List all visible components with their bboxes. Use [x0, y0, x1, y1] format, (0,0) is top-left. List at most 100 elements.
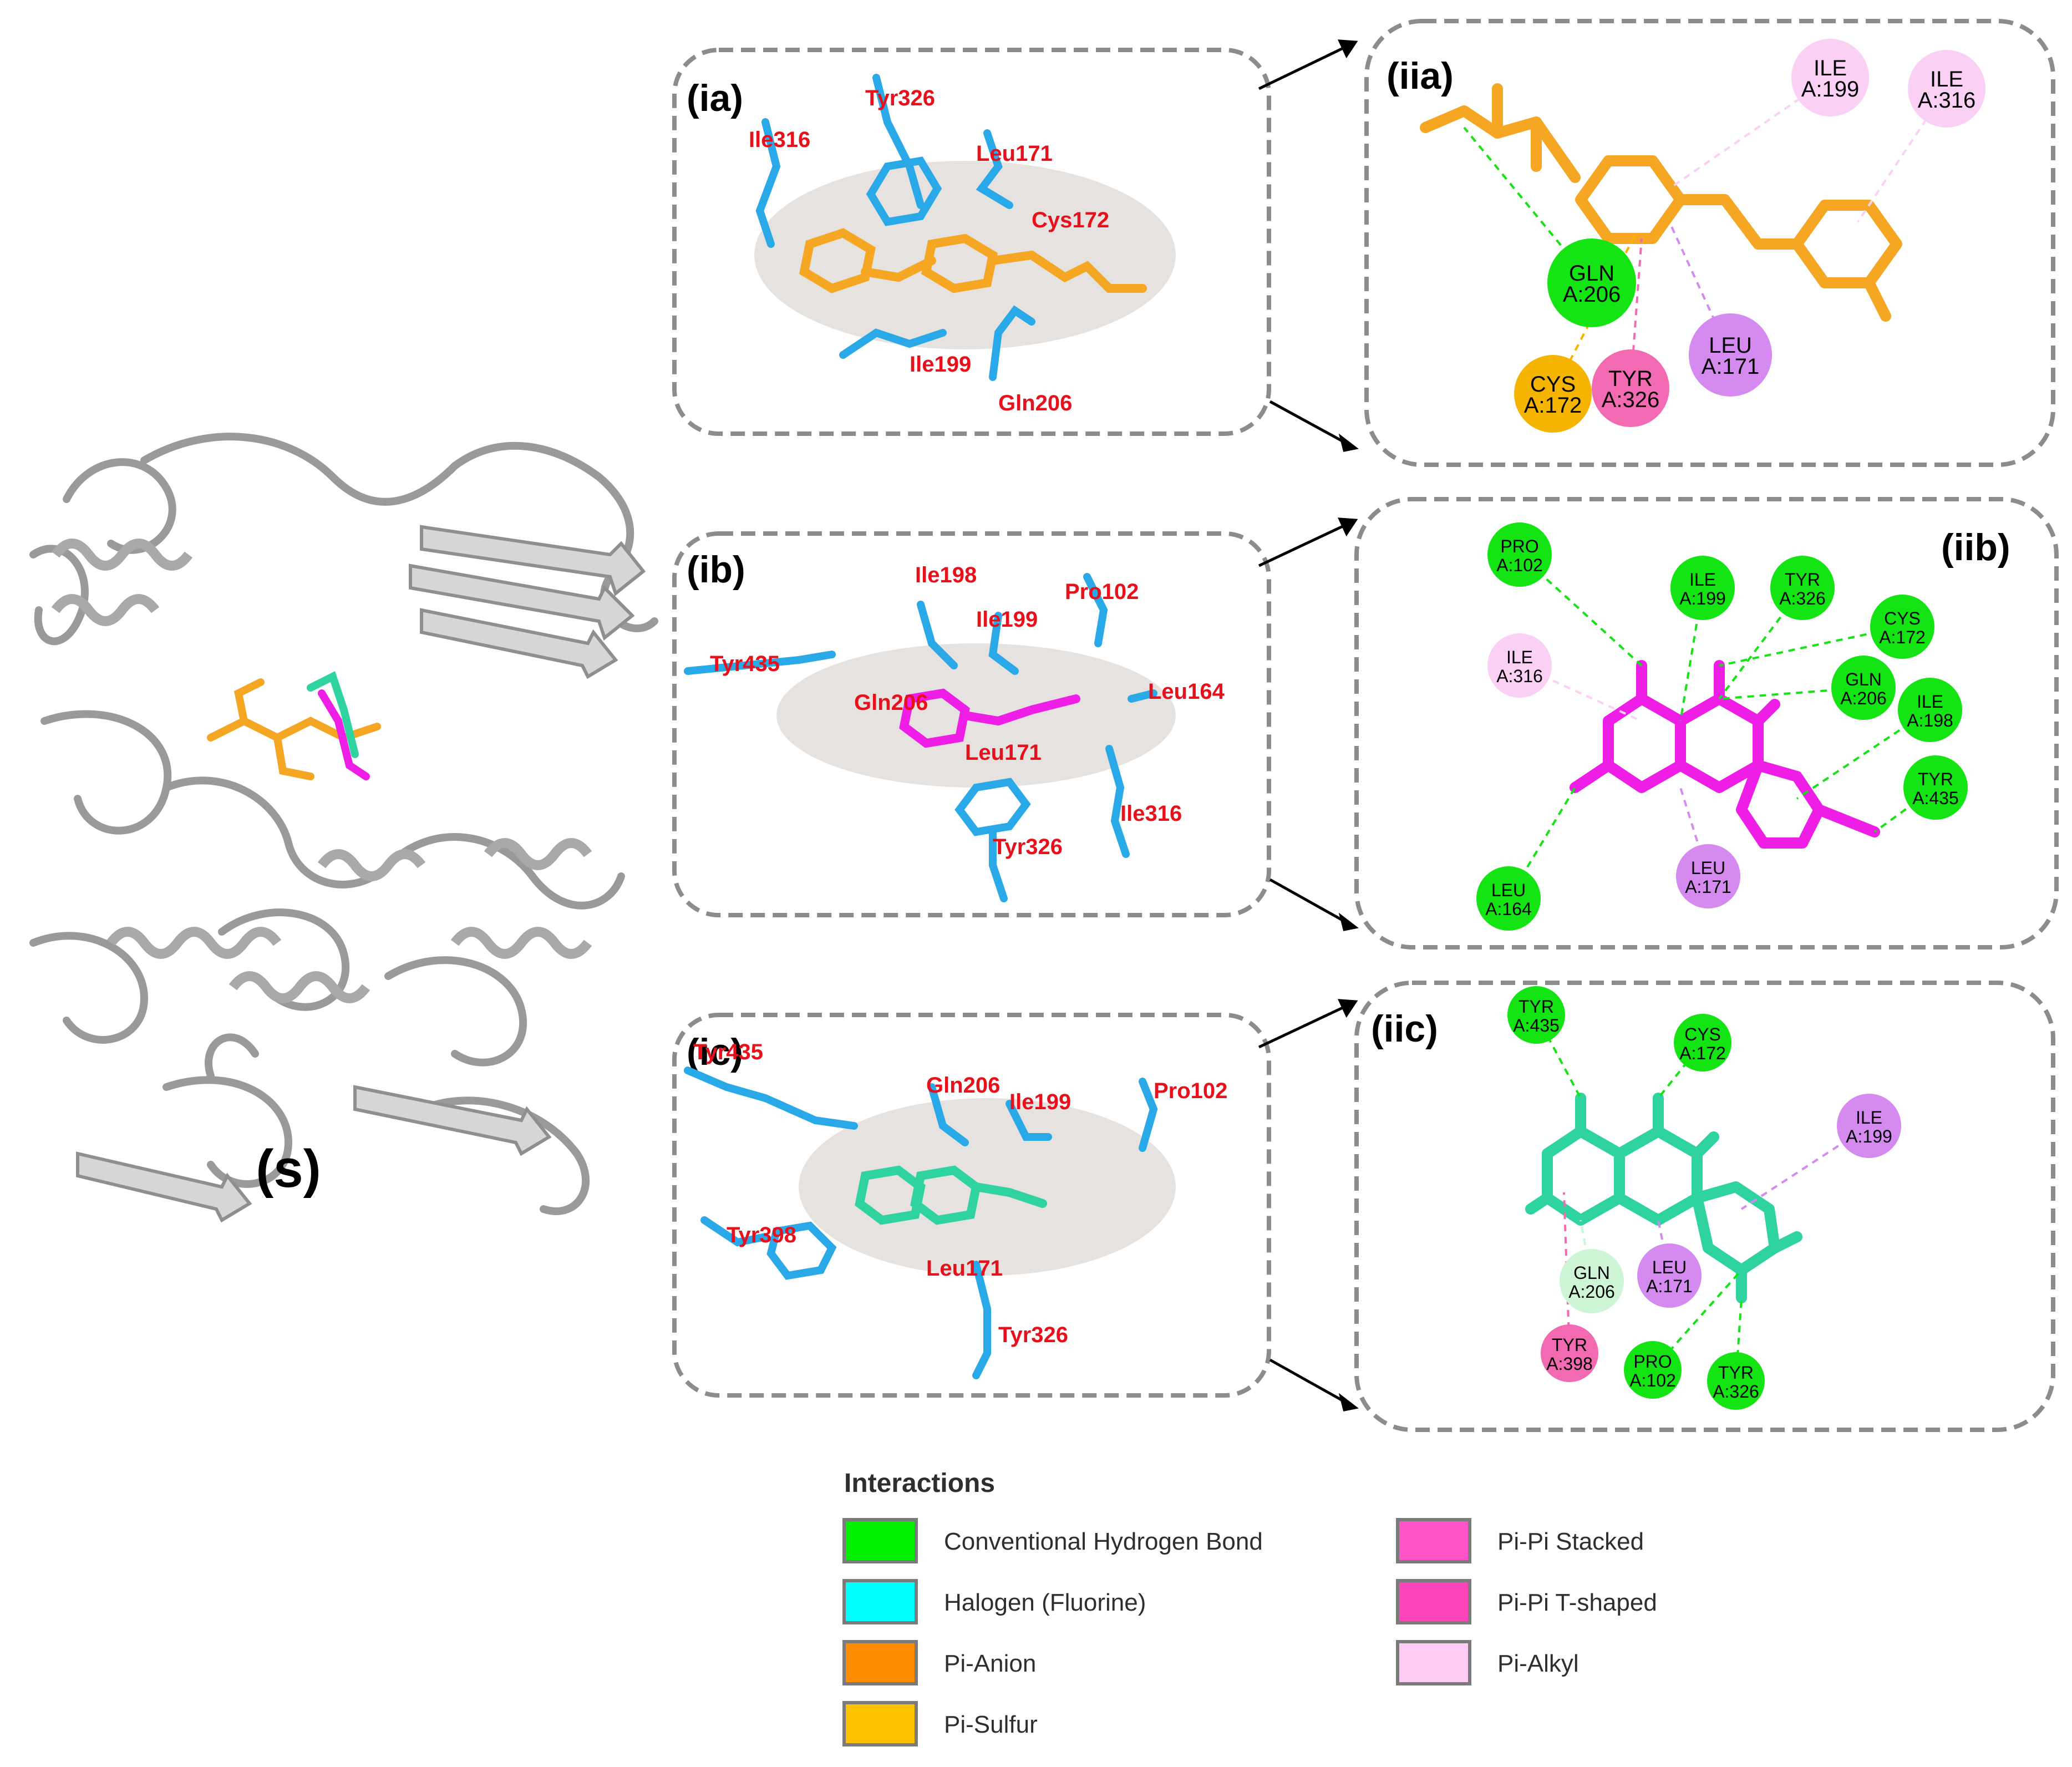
- residue-id: A:206: [1840, 688, 1887, 708]
- legend-item: Pi-Sulfur: [842, 1701, 1038, 1746]
- residue-label: Leu164: [1148, 679, 1225, 704]
- residue-label: Gln206: [998, 391, 1072, 415]
- legend-label: Pi-Pi T-shaped: [1497, 1589, 1657, 1616]
- residue-id: A:172: [1679, 1043, 1726, 1063]
- residue-circle-fill: [1514, 355, 1592, 433]
- residue-name: GLN: [1845, 669, 1882, 689]
- residue-circle-fill: [1870, 595, 1934, 659]
- legend-label: Halogen (Fluorine): [944, 1589, 1146, 1616]
- ligand-a-sticks: [799, 228, 1147, 293]
- residue-id: A:171: [1685, 877, 1731, 897]
- residue-id: A:326: [1602, 388, 1660, 412]
- residue-label: Ile316: [1120, 801, 1182, 826]
- interaction-line: [1519, 664, 1642, 722]
- ligand-b-sticks: [899, 688, 1080, 748]
- residue-circle-fill: [1707, 1352, 1765, 1410]
- legend-item: Conventional Hydrogen Bond: [842, 1518, 1263, 1563]
- protein-ribbon-structure: [29, 433, 658, 1223]
- residue-sticks: [684, 573, 1157, 902]
- residue-name: LEU: [1709, 333, 1752, 358]
- residue-label: Pro102: [1065, 580, 1139, 604]
- residue-name: ILE: [1917, 692, 1943, 712]
- legend-swatch: [1396, 1640, 1471, 1685]
- residue-id: A:171: [1646, 1276, 1693, 1296]
- residue-id: A:326: [1713, 1382, 1759, 1402]
- residue-circle-fill: [1689, 313, 1772, 397]
- ligand-c-2d: [1525, 1093, 1802, 1303]
- residue-label: Tyr326: [993, 835, 1063, 859]
- residue-id: A:199: [1801, 77, 1860, 101]
- legend-label: Pi-Anion: [944, 1650, 1036, 1677]
- residue-name: ILE: [1930, 67, 1963, 92]
- legend-label: Pi-Sulfur: [944, 1711, 1038, 1738]
- residue-id: A:316: [1918, 88, 1976, 113]
- panel-iib: (iib) PROA:102ILEA:199TYRA:326CYSA:172IL…: [1354, 497, 2059, 949]
- residue-circle-fill: [1507, 986, 1565, 1044]
- residue-circle-fill: [1547, 238, 1636, 327]
- residue-circle-fill: [1837, 1094, 1901, 1158]
- interaction-line: [1668, 77, 1831, 190]
- ligand-c-sticks: [855, 1165, 1047, 1225]
- panel-label-ic: (ic): [687, 1031, 743, 1073]
- residue-label: Pro102: [1154, 1079, 1227, 1103]
- residue-name: CYS: [1530, 372, 1576, 397]
- residue-label: Tyr398: [727, 1223, 796, 1247]
- interaction-line: [1718, 587, 1804, 700]
- legend-item: Pi-Anion: [842, 1640, 1036, 1685]
- residue-name: GLN: [1573, 1263, 1610, 1283]
- residue-circle-fill: [1791, 39, 1869, 116]
- residue-name: TYR: [1608, 367, 1653, 391]
- legend-title: Interactions: [844, 1469, 995, 1498]
- residue-circle-fill: [1592, 349, 1669, 427]
- residue-name: TYR: [1519, 997, 1554, 1017]
- residue-label: Tyr326: [998, 1323, 1068, 1347]
- panel-label-iib: (iib): [1941, 526, 2010, 568]
- binding-surface: [754, 161, 1176, 349]
- residue-name: CYS: [1884, 608, 1921, 628]
- residue-id: A:102: [1496, 555, 1543, 575]
- panel-ia: (ia) Tyr326Ile316Leu171Cys172Ile199Gln20…: [672, 48, 1271, 436]
- legend-item: Pi-Pi Stacked: [1396, 1518, 1644, 1563]
- residue-id: A:172: [1879, 627, 1926, 647]
- panel-label-ib: (ib): [687, 549, 745, 591]
- residue-sticks: [684, 1067, 1158, 1379]
- residue-id: A:206: [1563, 282, 1621, 307]
- residue-label: Gln206: [926, 1073, 1000, 1098]
- panel-label-s: (s): [256, 1139, 321, 1199]
- panel-label-ia: (ia): [687, 77, 743, 119]
- legend-label: Pi-Alkyl: [1497, 1650, 1579, 1677]
- residue-name: ILE: [1814, 56, 1847, 80]
- residue-id: A:198: [1907, 710, 1953, 730]
- residue-id: A:102: [1629, 1370, 1676, 1390]
- residue-circle-fill: [1624, 1341, 1682, 1399]
- residue-name: PRO: [1500, 536, 1538, 556]
- interaction-line: [1463, 126, 1593, 284]
- legend-swatch: [842, 1701, 918, 1746]
- interaction-line: [1507, 786, 1576, 900]
- residue-id: A:171: [1702, 354, 1760, 379]
- residue-id: A:326: [1779, 588, 1826, 608]
- residue-circle-fill: [1831, 656, 1896, 720]
